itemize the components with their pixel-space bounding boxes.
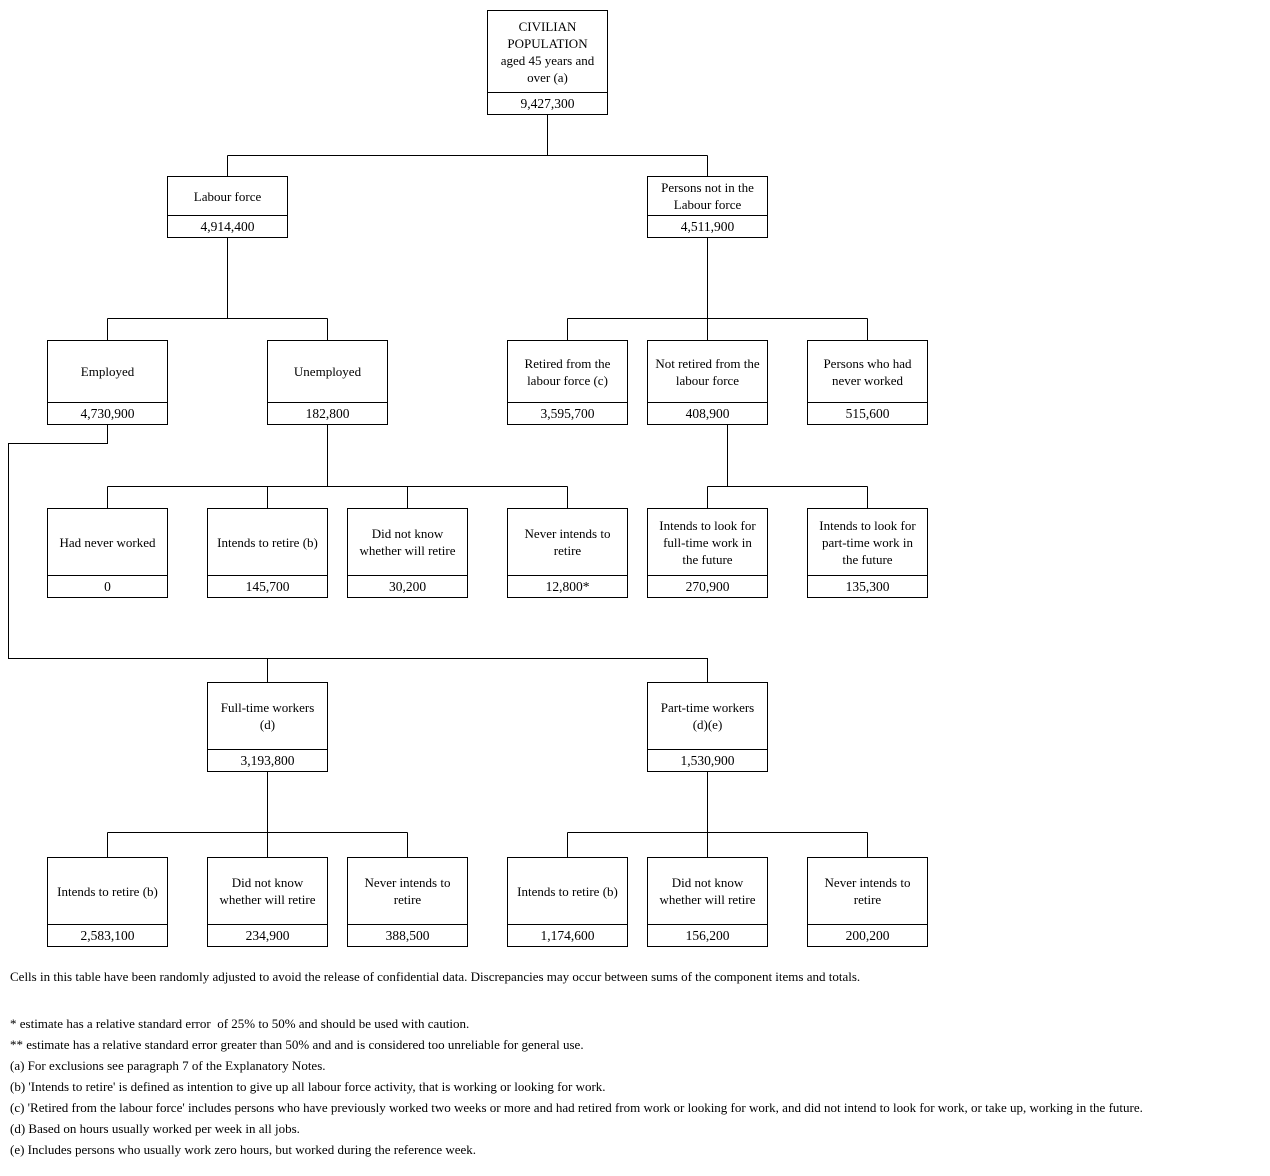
node-persons-never-worked: Persons who had never worked 515,600 [807, 340, 928, 425]
node-label: Had never worked [59, 534, 156, 550]
node-value: 3,595,700 [508, 402, 627, 424]
node-label: Employed [80, 364, 135, 379]
footnote-rse-caution: * estimate has a relative standard error… [10, 1016, 470, 1031]
connector-not-retired-to-children [707, 425, 868, 508]
node-label: Intends to retire (b) [217, 534, 318, 550]
node-value: 12,800* [508, 575, 627, 597]
connector-unemployed-to-children [107, 425, 568, 508]
footnote-c: (c) 'Retired from the labour force' incl… [10, 1100, 1143, 1115]
node-ft-intends-to-retire: Intends to retire (b) 2,583,100 [47, 857, 168, 947]
node-full-time-workers: Full-time workers (d) 3,193,800 [207, 682, 328, 772]
connector-full-time-to-children [107, 772, 408, 857]
node-value: 270,900 [648, 575, 767, 597]
node-label: Never intends to retire [524, 526, 611, 558]
node-label: Unemployed [293, 364, 362, 379]
node-label: Labour force [193, 188, 262, 204]
node-label: Never intends to retire [364, 875, 451, 907]
node-label: Persons who had never worked [823, 355, 912, 388]
footnote-a: (a) For exclusions see paragraph 7 of th… [10, 1058, 326, 1073]
node-value: 408,900 [648, 402, 767, 424]
node-unemployed-did-not-know: Did not know whether will retire 30,200 [347, 508, 468, 598]
footnote-d: (d) Based on hours usually worked per we… [10, 1121, 300, 1136]
node-ft-never-intends-to-retire: Never intends to retire 388,500 [347, 857, 468, 947]
node-label: Part-time workers (d)(e) [660, 700, 755, 732]
footnote-rse-unreliable: ** estimate has a relative standard erro… [10, 1037, 584, 1052]
node-value: 4,511,900 [648, 215, 767, 237]
connector-civilian-to-level2 [227, 115, 708, 177]
node-value: 145,700 [208, 575, 327, 597]
node-label: Intends to look for full-time work in th… [659, 517, 756, 567]
node-persons-not-in-labour-force: Persons not in the Labour force 4,511,90… [647, 176, 768, 238]
node-value: 135,300 [808, 575, 927, 597]
footnote-confidentiality: Cells in this table have been randomly a… [10, 969, 861, 984]
node-label: Retired from the labour force (c) [524, 355, 611, 388]
node-label: Not retired from the labour force [655, 355, 760, 388]
node-labour-force: Labour force 4,914,400 [167, 176, 288, 238]
connector-employed-to-workers [8, 425, 708, 682]
node-pt-never-intends-to-retire: Never intends to retire 200,200 [807, 857, 928, 947]
node-value: 2,583,100 [48, 924, 167, 946]
node-value: 4,914,400 [168, 215, 287, 237]
connector-labour-force-to-children [107, 238, 328, 340]
node-label: Intends to retire (b) [57, 883, 158, 899]
node-value: 1,530,900 [648, 749, 767, 771]
node-label: CIVILIAN POPULATION aged 45 years and ov… [500, 18, 595, 85]
node-employed: Employed 4,730,900 [47, 340, 168, 425]
footnote-e: (e) Includes persons who usually work ze… [10, 1142, 477, 1157]
node-not-retired-from-labour-force: Not retired from the labour force 408,90… [647, 340, 768, 425]
node-value: 234,900 [208, 924, 327, 946]
node-label: Did not know whether will retire [219, 875, 316, 907]
node-ft-did-not-know: Did not know whether will retire 234,900 [207, 857, 328, 947]
node-label: Intends to look for part-time work in th… [819, 517, 916, 567]
node-unemployed: Unemployed 182,800 [267, 340, 388, 425]
node-value: 156,200 [648, 924, 767, 946]
node-value: 9,427,300 [488, 92, 607, 114]
node-unemployed-had-never-worked: Had never worked 0 [47, 508, 168, 598]
node-label: Did not know whether will retire [359, 526, 456, 558]
node-value: 30,200 [348, 575, 467, 597]
node-intends-look-full-time-work: Intends to look for full-time work in th… [647, 508, 768, 598]
node-value: 388,500 [348, 924, 467, 946]
node-value: 0 [48, 575, 167, 597]
node-label: Intends to retire (b) [517, 883, 618, 899]
node-value: 182,800 [268, 402, 387, 424]
node-label: Full-time workers (d) [220, 700, 315, 732]
connector-not-in-labour-force-to-children [567, 238, 868, 340]
footnote-b: (b) 'Intends to retire' is defined as in… [10, 1079, 606, 1094]
connector-part-time-to-children [567, 772, 868, 857]
node-civilian-population: CIVILIAN POPULATION aged 45 years and ov… [487, 10, 608, 115]
node-pt-intends-to-retire: Intends to retire (b) 1,174,600 [507, 857, 628, 947]
node-label: Persons not in the Labour force [661, 180, 754, 212]
node-intends-look-part-time-work: Intends to look for part-time work in th… [807, 508, 928, 598]
node-pt-did-not-know: Did not know whether will retire 156,200 [647, 857, 768, 947]
node-value: 4,730,900 [48, 402, 167, 424]
footnotes-block: Cells in this table have been randomly a… [10, 966, 1266, 1160]
node-value: 200,200 [808, 924, 927, 946]
node-value: 3,193,800 [208, 749, 327, 771]
node-unemployed-intends-to-retire: Intends to retire (b) 145,700 [207, 508, 328, 598]
node-retired-from-labour-force: Retired from the labour force (c) 3,595,… [507, 340, 628, 425]
node-part-time-workers: Part-time workers (d)(e) 1,530,900 [647, 682, 768, 772]
node-value: 515,600 [808, 402, 927, 424]
node-label: Did not know whether will retire [659, 875, 756, 907]
node-unemployed-never-intends-to-retire: Never intends to retire 12,800* [507, 508, 628, 598]
node-label: Never intends to retire [824, 875, 911, 907]
node-value: 1,174,600 [508, 924, 627, 946]
